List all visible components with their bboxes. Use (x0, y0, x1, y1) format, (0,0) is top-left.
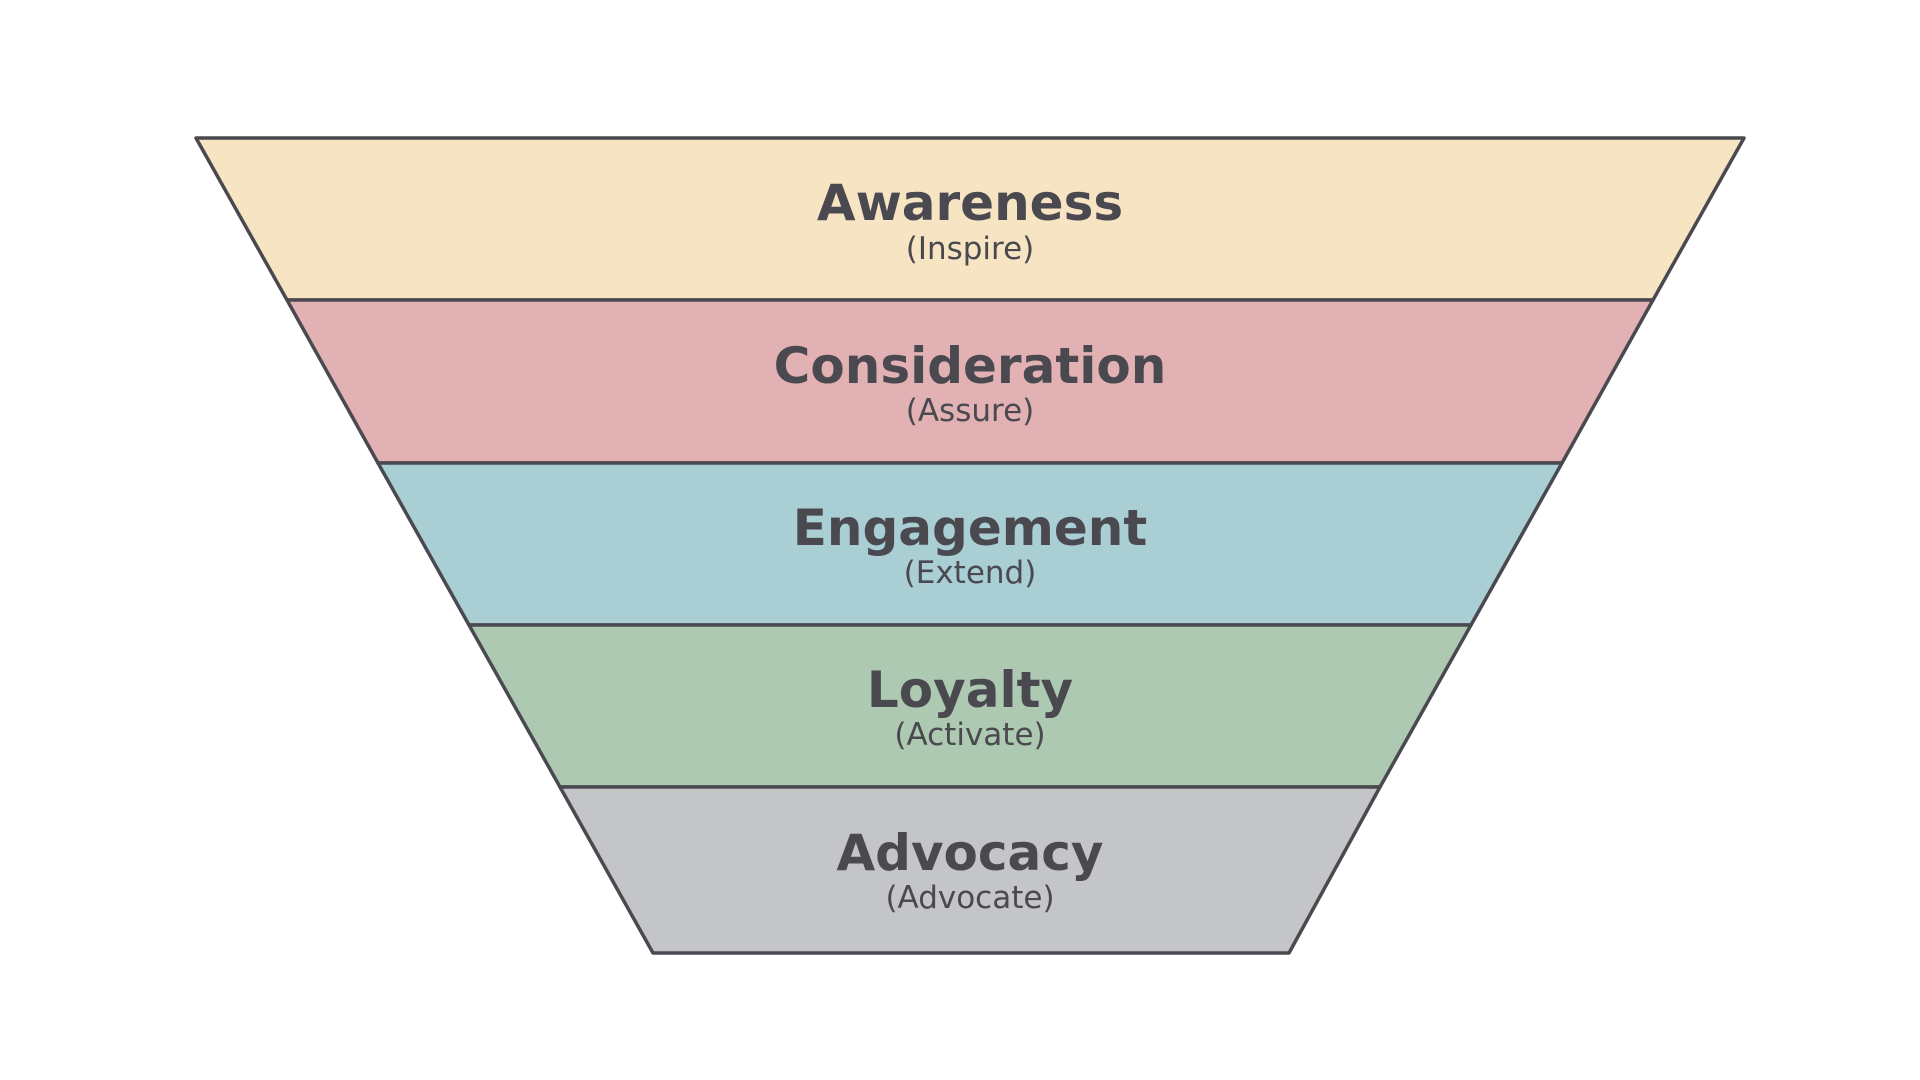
funnel-stage-loyalty: Loyalty (Activate) (467, 623, 1473, 789)
funnel-stage-advocacy: Advocacy (Advocate) (558, 785, 1382, 955)
funnel-stage-awareness: Awareness (Inspire) (194, 136, 1746, 302)
funnel-stage-consideration-title: Consideration (774, 337, 1167, 395)
funnel-stage-engagement-subtitle: (Extend) (904, 555, 1037, 591)
funnel-stage-awareness-title: Awareness (817, 174, 1123, 232)
funnel-stage-advocacy-title: Advocacy (836, 824, 1103, 882)
funnel-stage-engagement: Engagement (Extend) (376, 461, 1564, 627)
funnel-stage-engagement-title: Engagement (793, 499, 1148, 557)
funnel-stage-awareness-subtitle: (Inspire) (906, 231, 1035, 267)
funnel-stage-advocacy-shape (558, 785, 1382, 955)
funnel-stage-loyalty-title: Loyalty (867, 661, 1073, 719)
funnel-stage-consideration-subtitle: (Assure) (906, 393, 1034, 429)
funnel-stage-loyalty-subtitle: (Activate) (894, 717, 1045, 753)
funnel-stage-advocacy-subtitle: (Advocate) (885, 880, 1054, 916)
funnel-stage-consideration: Consideration (Assure) (285, 298, 1655, 465)
